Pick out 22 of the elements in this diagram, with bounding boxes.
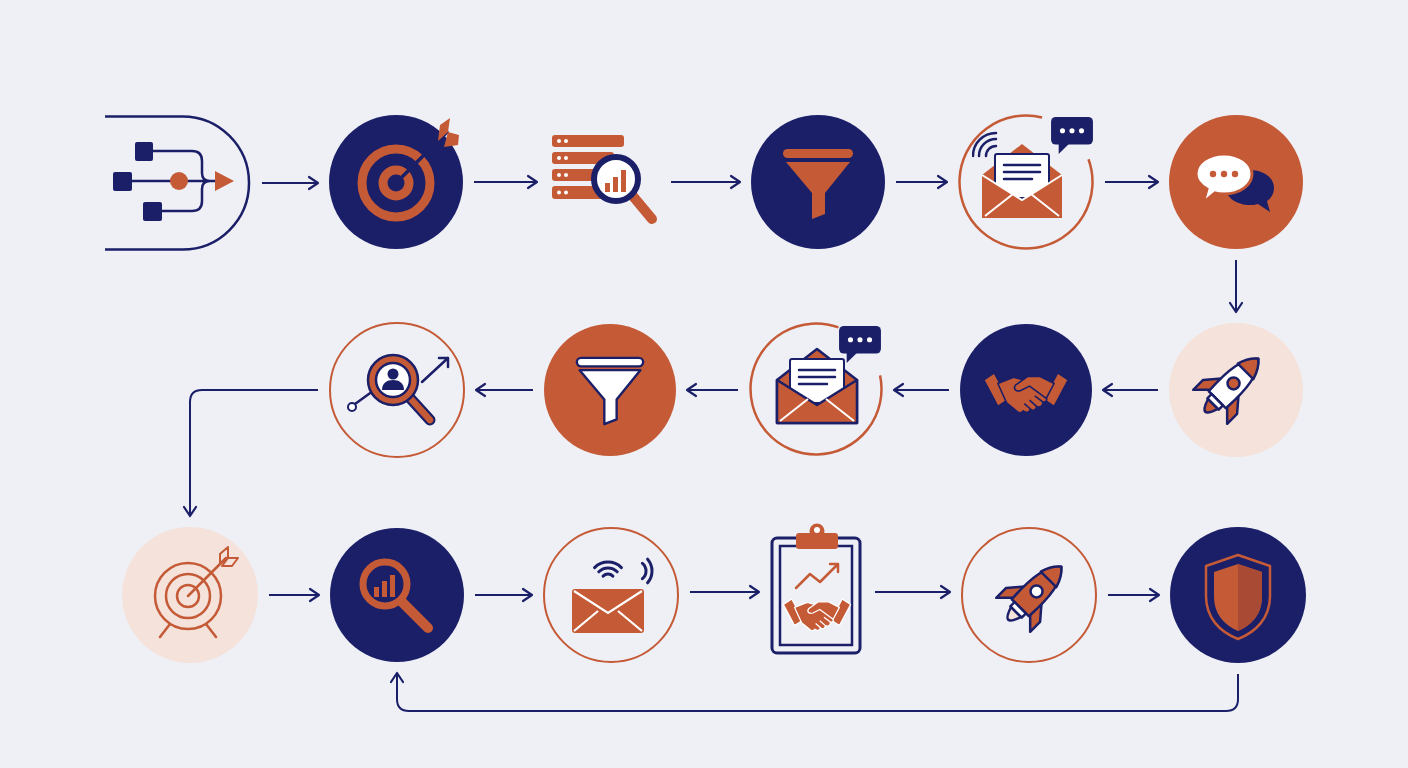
step-circle [329,322,465,458]
connector-arrow [474,382,534,398]
rounded-frame [105,115,251,251]
connector-arrow [182,389,319,518]
connector-arrow [268,587,321,603]
connector-arrow [1104,174,1160,190]
connector-arrow [895,174,949,190]
connector-arrow [670,174,742,190]
connector-arrow [261,175,320,191]
step-circle [961,527,1097,663]
step-circle [543,527,679,663]
connector-arrow [892,382,950,398]
connector-arrow [1228,259,1244,314]
connector-arrow [689,584,761,600]
connector-arrow [389,671,1239,712]
connector-arrow [874,584,952,600]
connector-arrow [1107,587,1161,603]
clipboard-icon [770,522,864,656]
connector-arrow [1101,382,1159,398]
connector-arrow [473,174,539,190]
connector-arrow [474,587,534,603]
connector-arrow [685,382,739,398]
